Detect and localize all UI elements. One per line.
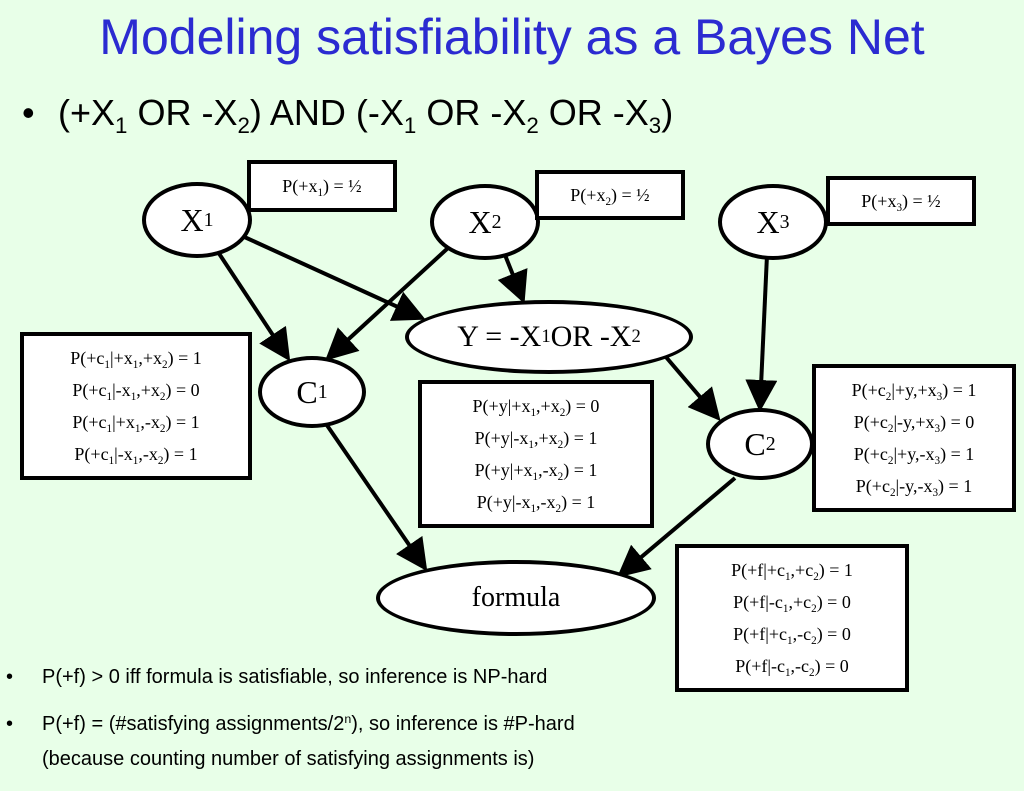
cpt-c1: P(+c1|+x1,+x2) = 1 P(+c1|-x1,+x2) = 0 P(… [20, 332, 252, 480]
formula-part: (+X [58, 92, 116, 133]
cpt-row: P(+c2|-y,-x3) = 1 [855, 476, 973, 499]
formula-sub: 1 [403, 112, 417, 138]
node-label: formula [471, 582, 561, 613]
cpt-x1: P(+x1) = ½ [247, 160, 397, 212]
edge-y-c2 [658, 348, 721, 422]
cpt-row: P(+c1|-x1,-x2) = 1 [74, 444, 198, 467]
cpt-row: P(+y|-x1,-x2) = 1 [476, 492, 596, 515]
bullet-text: ), so inference is #P-hard [351, 713, 575, 735]
cpt-x3: P(+x3) = ½ [826, 176, 976, 226]
node-label: C [296, 373, 318, 410]
bullet-line2: (because counting number of satisfying a… [42, 748, 534, 771]
cpt-row: P(+f|+c1,-c2) = 0 [733, 624, 851, 647]
formula-part: OR -X [127, 92, 238, 133]
cpt-row: P(+f|-c1,-c2) = 0 [735, 656, 849, 679]
cpt-row: P(+y|-x1,+x2) = 1 [474, 428, 598, 451]
cpt-row: P(+y|+x1,+x2) = 0 [472, 396, 600, 419]
node-formula: formula [376, 560, 656, 636]
cpt-row: P(+f|-c1,+c2) = 0 [733, 592, 851, 615]
node-label: X [180, 201, 204, 238]
page-title: Modeling satisfiability as a Bayes Net [99, 9, 925, 65]
cpt-c2: P(+c2|+y,+x3) = 1 P(+c2|-y,+x3) = 0 P(+c… [812, 364, 1016, 512]
cpt-row: P(+x1) = ½ [282, 176, 362, 199]
edge-x2-c1 [325, 246, 450, 361]
node-label: X [756, 203, 780, 240]
cpt-row: P(+c2|+y,-x3) = 1 [853, 444, 975, 467]
cpt-formula: P(+f|+c1,+c2) = 1 P(+f|-c1,+c2) = 0 P(+f… [675, 544, 909, 692]
cpt-x2: P(+x2) = ½ [535, 170, 685, 220]
formula-part: ) AND (-X [249, 92, 404, 133]
edge-x1-y [239, 233, 426, 321]
cnf-formula: •(+X1 OR -X2) AND (-X1 OR -X2 OR -X3) [22, 92, 674, 136]
formula-sub: 2 [237, 112, 250, 138]
bullet-text: P(+f) = (#satisfying assignments/2 [42, 713, 345, 735]
bullet-mark: • [6, 713, 14, 735]
node-label: X [468, 203, 492, 240]
cpt-row: P(+c1|-x1,+x2) = 0 [72, 380, 200, 403]
node-label: OR -X [550, 320, 632, 353]
bullet-sup: n [344, 712, 352, 727]
formula-sub: 2 [526, 112, 539, 138]
edge-c2-formula [616, 476, 737, 578]
formula-sub: 3 [648, 112, 662, 138]
node-label: Y = -X [457, 320, 542, 353]
formula-sub: 1 [115, 112, 128, 138]
formula-part: OR -X [538, 92, 649, 133]
cpt-row: P(+x3) = ½ [861, 191, 941, 214]
edge-x1-c1 [216, 250, 291, 362]
cpt-y: P(+y|+x1,+x2) = 0 P(+y|-x1,+x2) = 1 P(+y… [418, 380, 654, 528]
bullet-mark: • [22, 92, 35, 133]
formula-part: OR -X [416, 92, 527, 133]
cpt-row: P(+c2|-y,+x3) = 0 [853, 412, 975, 435]
cpt-row: P(+f|+c1,+c2) = 1 [731, 560, 853, 583]
formula-part: ) [661, 92, 674, 133]
cpt-row: P(+y|+x1,-x2) = 1 [474, 460, 598, 483]
cpt-row: P(+c1|+x1,-x2) = 1 [72, 412, 200, 435]
bullet-mark: • [6, 666, 14, 688]
edge-x2-y [497, 254, 528, 304]
cpt-row: P(+c1|+x1,+x2) = 1 [70, 348, 202, 371]
cpt-row: P(+x2) = ½ [570, 185, 650, 208]
node-label: C [744, 425, 766, 462]
cpt-row: P(+c2|+y,+x3) = 1 [851, 380, 977, 403]
bullet-text: (because counting number of satisfying a… [42, 748, 535, 770]
bullet-sharp-p-hard: • P(+f) = (#satisfying assignments/2n), … [6, 712, 575, 736]
edge-c1-formula [320, 416, 428, 572]
edge-x3-c2 [745, 254, 778, 412]
bullet-text: P(+f) > 0 iff formula is satisfiable, so… [42, 666, 548, 688]
bullet-np-hard: • P(+f) > 0 iff formula is satisfiable, … [6, 666, 548, 689]
